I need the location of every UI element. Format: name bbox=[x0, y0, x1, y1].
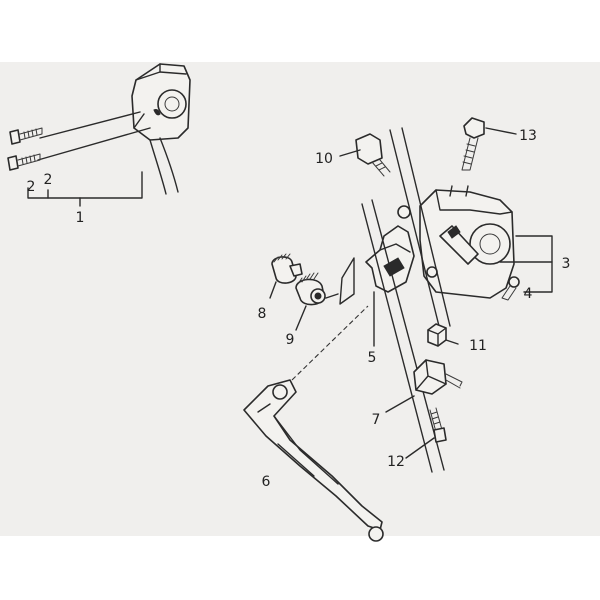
screw-2-upper bbox=[9, 127, 43, 145]
callout-label-1: 1 bbox=[76, 210, 85, 226]
callout-label-3: 3 bbox=[562, 256, 571, 272]
screw-2-lower bbox=[7, 153, 41, 171]
callout-label-2b: 2 bbox=[44, 172, 53, 188]
switch-7 bbox=[413, 359, 463, 395]
callout-label-10: 10 bbox=[315, 151, 333, 167]
switch-housing-3 bbox=[419, 185, 515, 299]
nut-11 bbox=[427, 323, 447, 347]
callout-leader-lines bbox=[269, 127, 553, 459]
callout-label-13: 13 bbox=[519, 128, 537, 144]
callout-label-7: 7 bbox=[372, 412, 381, 428]
switch-housing-assembly-1 bbox=[131, 63, 191, 195]
callout-labels: 1 2 2 3 4 5 6 7 8 9 10 11 12 13 bbox=[27, 128, 571, 490]
callout-label-2a: 2 bbox=[27, 179, 36, 195]
bolt-10 bbox=[355, 133, 391, 177]
callout-label-11: 11 bbox=[469, 338, 487, 354]
callout-label-5: 5 bbox=[368, 350, 377, 366]
callout-label-12: 12 bbox=[387, 454, 405, 470]
callout-label-9: 9 bbox=[286, 332, 295, 348]
screw-12 bbox=[429, 407, 447, 443]
callout-label-6: 6 bbox=[262, 474, 271, 490]
callout-label-4: 4 bbox=[524, 286, 533, 302]
adjuster-8 bbox=[271, 253, 303, 284]
control-cable bbox=[361, 127, 451, 473]
lever-6 bbox=[243, 305, 384, 542]
adjuster-9 bbox=[295, 272, 339, 306]
callout-label-8: 8 bbox=[258, 306, 267, 322]
screw-13 bbox=[461, 117, 485, 171]
screw-4 bbox=[501, 276, 520, 301]
leader-lines-assembly-1 bbox=[27, 111, 151, 207]
